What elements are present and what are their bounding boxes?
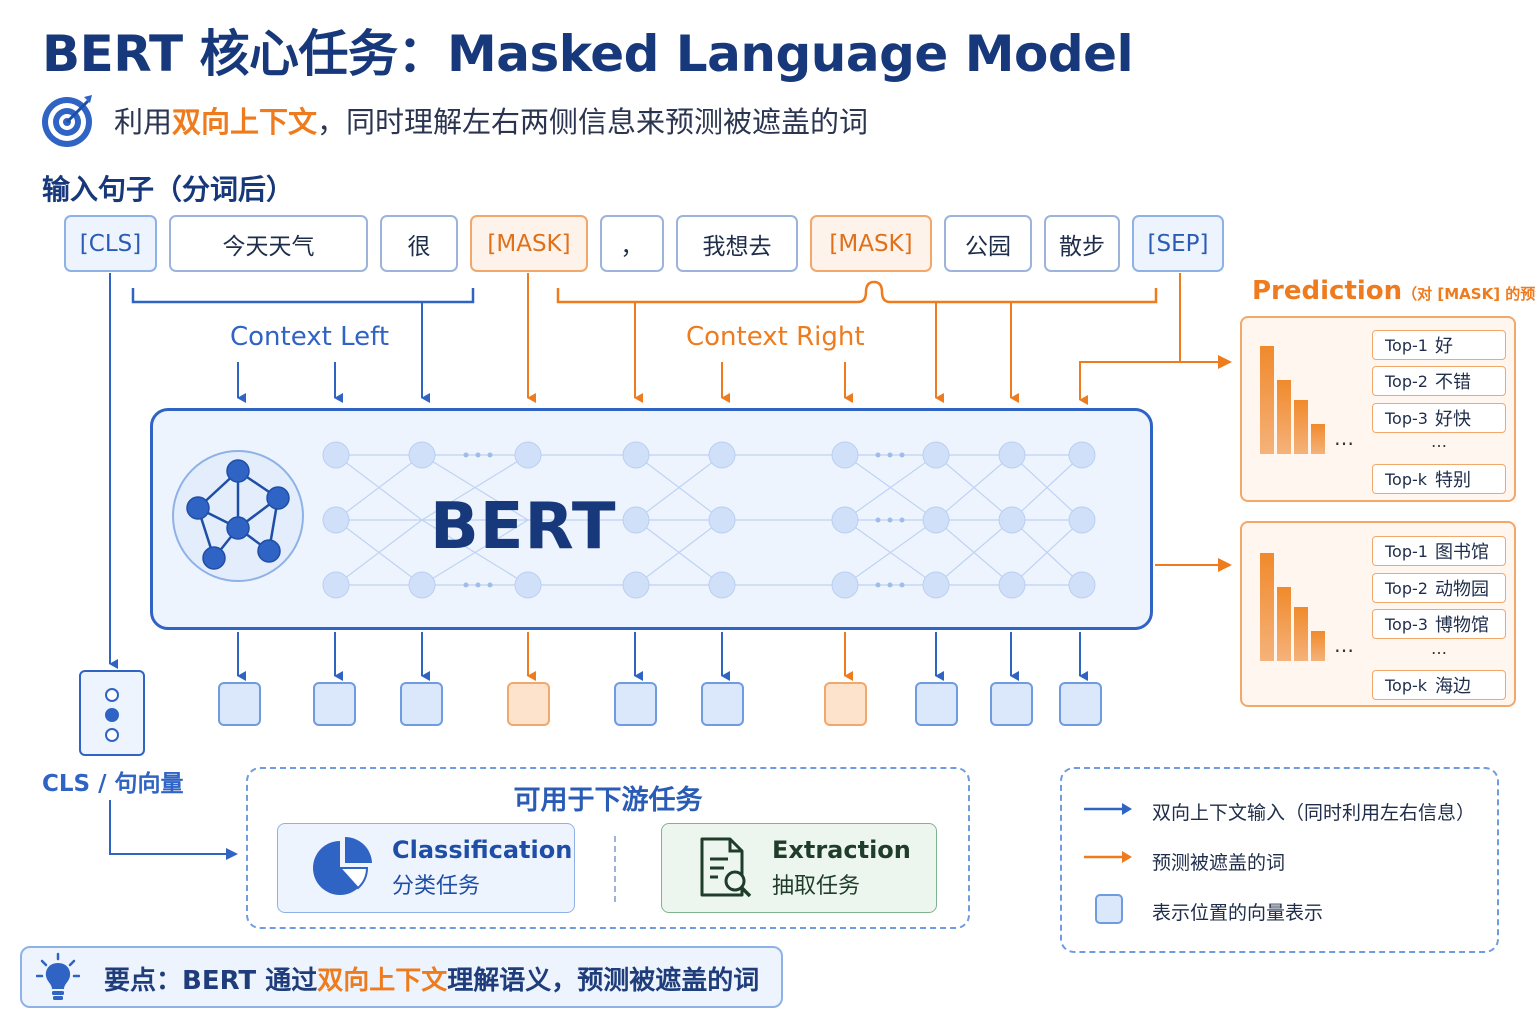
output-vector-mask xyxy=(507,682,550,726)
ellipsis: … xyxy=(1334,426,1354,450)
tip-box xyxy=(20,946,783,1008)
prediction-title: Prediction（对 [MASK] 的预测） xyxy=(1252,276,1536,306)
bert-model-box xyxy=(150,408,1153,630)
output-vector xyxy=(915,682,958,726)
downstream-title: 可用于下游任务 xyxy=(513,785,703,816)
lightbulb-icon xyxy=(36,952,80,1000)
legend-orange-arrow: 预测被遮盖的词 xyxy=(1152,852,1286,874)
transformer-network xyxy=(172,441,1096,599)
bert-label: BERT xyxy=(430,490,617,564)
cls-vector xyxy=(79,670,145,756)
ellipsis: … xyxy=(1431,432,1447,451)
probability-bars xyxy=(1260,553,1340,661)
legend-blue-arrow: 双向上下文输入（同时利用左右信息） xyxy=(1152,802,1476,824)
token: 散步 xyxy=(1044,215,1120,272)
output-vector xyxy=(1059,682,1102,726)
divider xyxy=(614,836,616,902)
output-vector xyxy=(400,682,443,726)
network-logo-icon xyxy=(172,450,304,582)
output-vector-mask xyxy=(824,682,867,726)
legend-square: 表示位置的向量表示 xyxy=(1152,902,1324,924)
subtitle: 利用双向上下文，同时理解左右两侧信息来预测被遮盖的词 xyxy=(114,105,869,139)
token: 我想去 xyxy=(676,215,798,272)
output-vector xyxy=(218,682,261,726)
token-cls: [CLS] xyxy=(64,215,157,272)
ellipsis: … xyxy=(1334,633,1354,657)
extraction-task: Extraction 抽取任务 xyxy=(661,823,937,913)
token: ， xyxy=(600,215,664,272)
tip-text: 要点：BERT 通过双向上下文理解语义，预测被遮盖的词 xyxy=(104,966,760,996)
output-vector xyxy=(614,682,657,726)
document-search-icon xyxy=(700,837,752,898)
context-left-label: Context Left xyxy=(230,322,390,352)
target-icon xyxy=(42,95,92,147)
probability-bars xyxy=(1260,346,1340,454)
downstream-panel xyxy=(246,767,970,929)
token: 很 xyxy=(380,215,458,272)
legend-symbols xyxy=(1084,803,1132,924)
token-mask: [MASK] xyxy=(470,215,588,272)
token: 公园 xyxy=(944,215,1032,272)
output-vector xyxy=(701,682,744,726)
cls-label: CLS / 句向量 xyxy=(42,771,184,797)
classification-task: Classification 分类任务 xyxy=(277,823,575,913)
context-right-label: Context Right xyxy=(686,322,865,352)
ellipsis: … xyxy=(1431,639,1447,658)
subtitle-row: 利用双向上下文，同时理解左右两侧信息来预测被遮盖的词 xyxy=(40,88,868,152)
token-mask: [MASK] xyxy=(810,215,932,272)
input-label: 输入句子（分词后） xyxy=(42,173,295,206)
legend xyxy=(1060,767,1499,953)
page-title: BERT 核心任务：Masked Language Model xyxy=(42,25,1134,83)
pie-chart-icon xyxy=(313,837,372,895)
token-sep: [SEP] xyxy=(1132,215,1224,272)
output-vector xyxy=(990,682,1033,726)
output-vector xyxy=(313,682,356,726)
token: 今天天气 xyxy=(169,215,368,272)
